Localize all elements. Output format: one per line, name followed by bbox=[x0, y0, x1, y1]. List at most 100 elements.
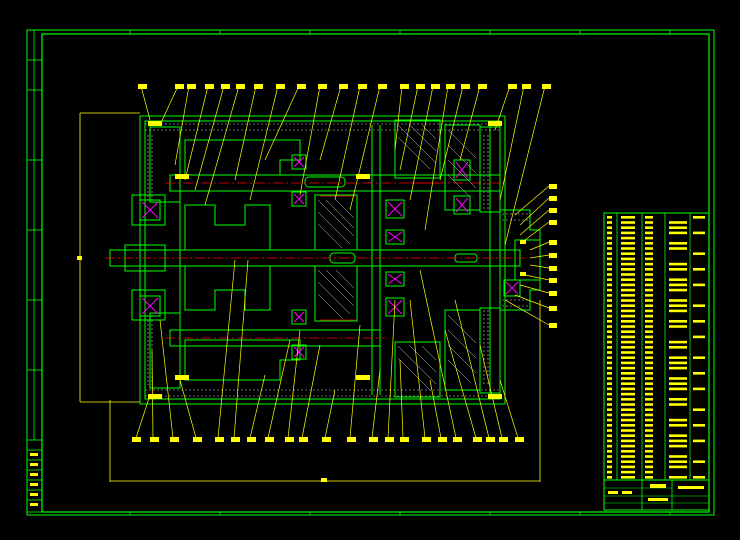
parts-row-cell bbox=[621, 221, 635, 224]
balloon-label bbox=[416, 84, 425, 89]
drawing-frame bbox=[26, 29, 715, 516]
parts-row-cell bbox=[645, 413, 653, 417]
parts-row-cell bbox=[645, 424, 653, 427]
balloon-label bbox=[170, 437, 179, 442]
parts-row-cell bbox=[669, 460, 687, 463]
parts-row-cell bbox=[621, 335, 635, 339]
parts-row-cell bbox=[621, 465, 635, 469]
parts-row-cell bbox=[645, 247, 653, 250]
balloon-label bbox=[347, 437, 356, 442]
parts-row-cell bbox=[645, 377, 653, 380]
parts-row-cell bbox=[607, 465, 612, 469]
parts-row-cell bbox=[669, 278, 687, 281]
parts-row-cell bbox=[645, 439, 653, 443]
parts-row-cell bbox=[693, 372, 705, 375]
balloon-label bbox=[431, 84, 440, 89]
parts-row-cell bbox=[621, 257, 635, 261]
parts-row-cell bbox=[607, 242, 612, 245]
parts-row-cell bbox=[693, 356, 705, 359]
balloon-label bbox=[285, 437, 294, 442]
balloon-label bbox=[473, 437, 482, 442]
parts-row-cell bbox=[621, 434, 635, 437]
balloon-label bbox=[138, 84, 147, 89]
parts-row-cell bbox=[645, 361, 653, 365]
parts-row-cell bbox=[607, 418, 612, 422]
parts-row-cell bbox=[607, 257, 612, 261]
parts-row-cell bbox=[621, 372, 635, 375]
parts-row-cell bbox=[645, 455, 653, 458]
balloon-label bbox=[438, 437, 447, 442]
parts-row-cell bbox=[607, 372, 612, 375]
parts-row-cell bbox=[621, 283, 635, 287]
parts-row-cell bbox=[693, 408, 705, 411]
parts-row-cell bbox=[669, 288, 687, 292]
parts-row-cell bbox=[621, 450, 635, 453]
balloon-label bbox=[549, 278, 557, 283]
parts-row-cell bbox=[607, 262, 612, 266]
parts-row-cell bbox=[669, 231, 687, 235]
parts-row-cell bbox=[693, 387, 705, 391]
balloon-label bbox=[187, 84, 196, 89]
parts-row-cell bbox=[669, 340, 687, 344]
parts-row-cell bbox=[693, 283, 705, 287]
parts-row-cell bbox=[645, 330, 653, 333]
parts-row-cell bbox=[621, 299, 635, 302]
parts-row-cell bbox=[607, 455, 612, 458]
parts-row-cell bbox=[607, 314, 612, 318]
parts-row-cell bbox=[621, 309, 635, 313]
parts-row-cell bbox=[645, 236, 653, 240]
title-block bbox=[603, 479, 710, 511]
parts-row-cell bbox=[607, 387, 612, 391]
parts-row-cell bbox=[645, 476, 653, 479]
parts-row-cell bbox=[645, 320, 653, 323]
parts-row-cell bbox=[621, 439, 635, 443]
balloon-label bbox=[369, 437, 378, 442]
housing-hatch bbox=[145, 123, 500, 397]
parts-row-cell bbox=[645, 325, 653, 328]
parts-row-cell bbox=[607, 424, 612, 427]
balloon-label bbox=[549, 220, 557, 225]
parts-row-cell bbox=[621, 262, 635, 266]
parts-row-cell bbox=[669, 346, 687, 349]
parts-row-cell bbox=[607, 361, 612, 365]
balloon-label bbox=[461, 84, 470, 89]
parts-row-cell bbox=[669, 304, 687, 307]
balloon-label bbox=[297, 84, 306, 89]
balloon-label bbox=[453, 437, 462, 442]
end-cover-hatch bbox=[502, 213, 528, 307]
parts-row-cell bbox=[607, 413, 612, 417]
parts-row-cell bbox=[607, 450, 612, 453]
corner-rings bbox=[148, 121, 526, 399]
parts-row-cell bbox=[621, 418, 635, 422]
parts-row-cell bbox=[607, 216, 612, 219]
parts-row-cell bbox=[669, 242, 687, 245]
parts-row-cell bbox=[645, 392, 653, 396]
bearings bbox=[139, 154, 521, 360]
parts-row-cell bbox=[669, 476, 687, 479]
balloon-label bbox=[378, 84, 387, 89]
parts-row-cell bbox=[607, 325, 612, 328]
parts-row-cell bbox=[607, 351, 612, 354]
parts-row-cell bbox=[669, 377, 687, 380]
balloon-label bbox=[508, 84, 517, 89]
parts-row-cell bbox=[607, 273, 612, 276]
overall-length-dimension bbox=[321, 478, 327, 482]
parts-row-cell bbox=[645, 387, 653, 391]
parts-row-cell bbox=[607, 434, 612, 437]
parts-row-cell bbox=[621, 382, 635, 385]
parts-row-cell bbox=[645, 221, 653, 224]
parts-row-cell bbox=[645, 294, 653, 297]
parts-row-cell bbox=[669, 366, 687, 370]
parts-row-cell bbox=[621, 356, 635, 359]
parts-row-cell bbox=[693, 268, 705, 271]
balloon-label bbox=[385, 437, 394, 442]
parts-row-cell bbox=[607, 398, 612, 401]
parts-row-cell bbox=[607, 439, 612, 443]
parts-row-cell bbox=[621, 314, 635, 318]
parts-row-cell bbox=[607, 236, 612, 240]
parts-row-cell bbox=[607, 346, 612, 349]
parts-row-cell bbox=[621, 403, 635, 406]
right-balloons bbox=[549, 184, 557, 328]
seal-lines bbox=[320, 182, 440, 321]
